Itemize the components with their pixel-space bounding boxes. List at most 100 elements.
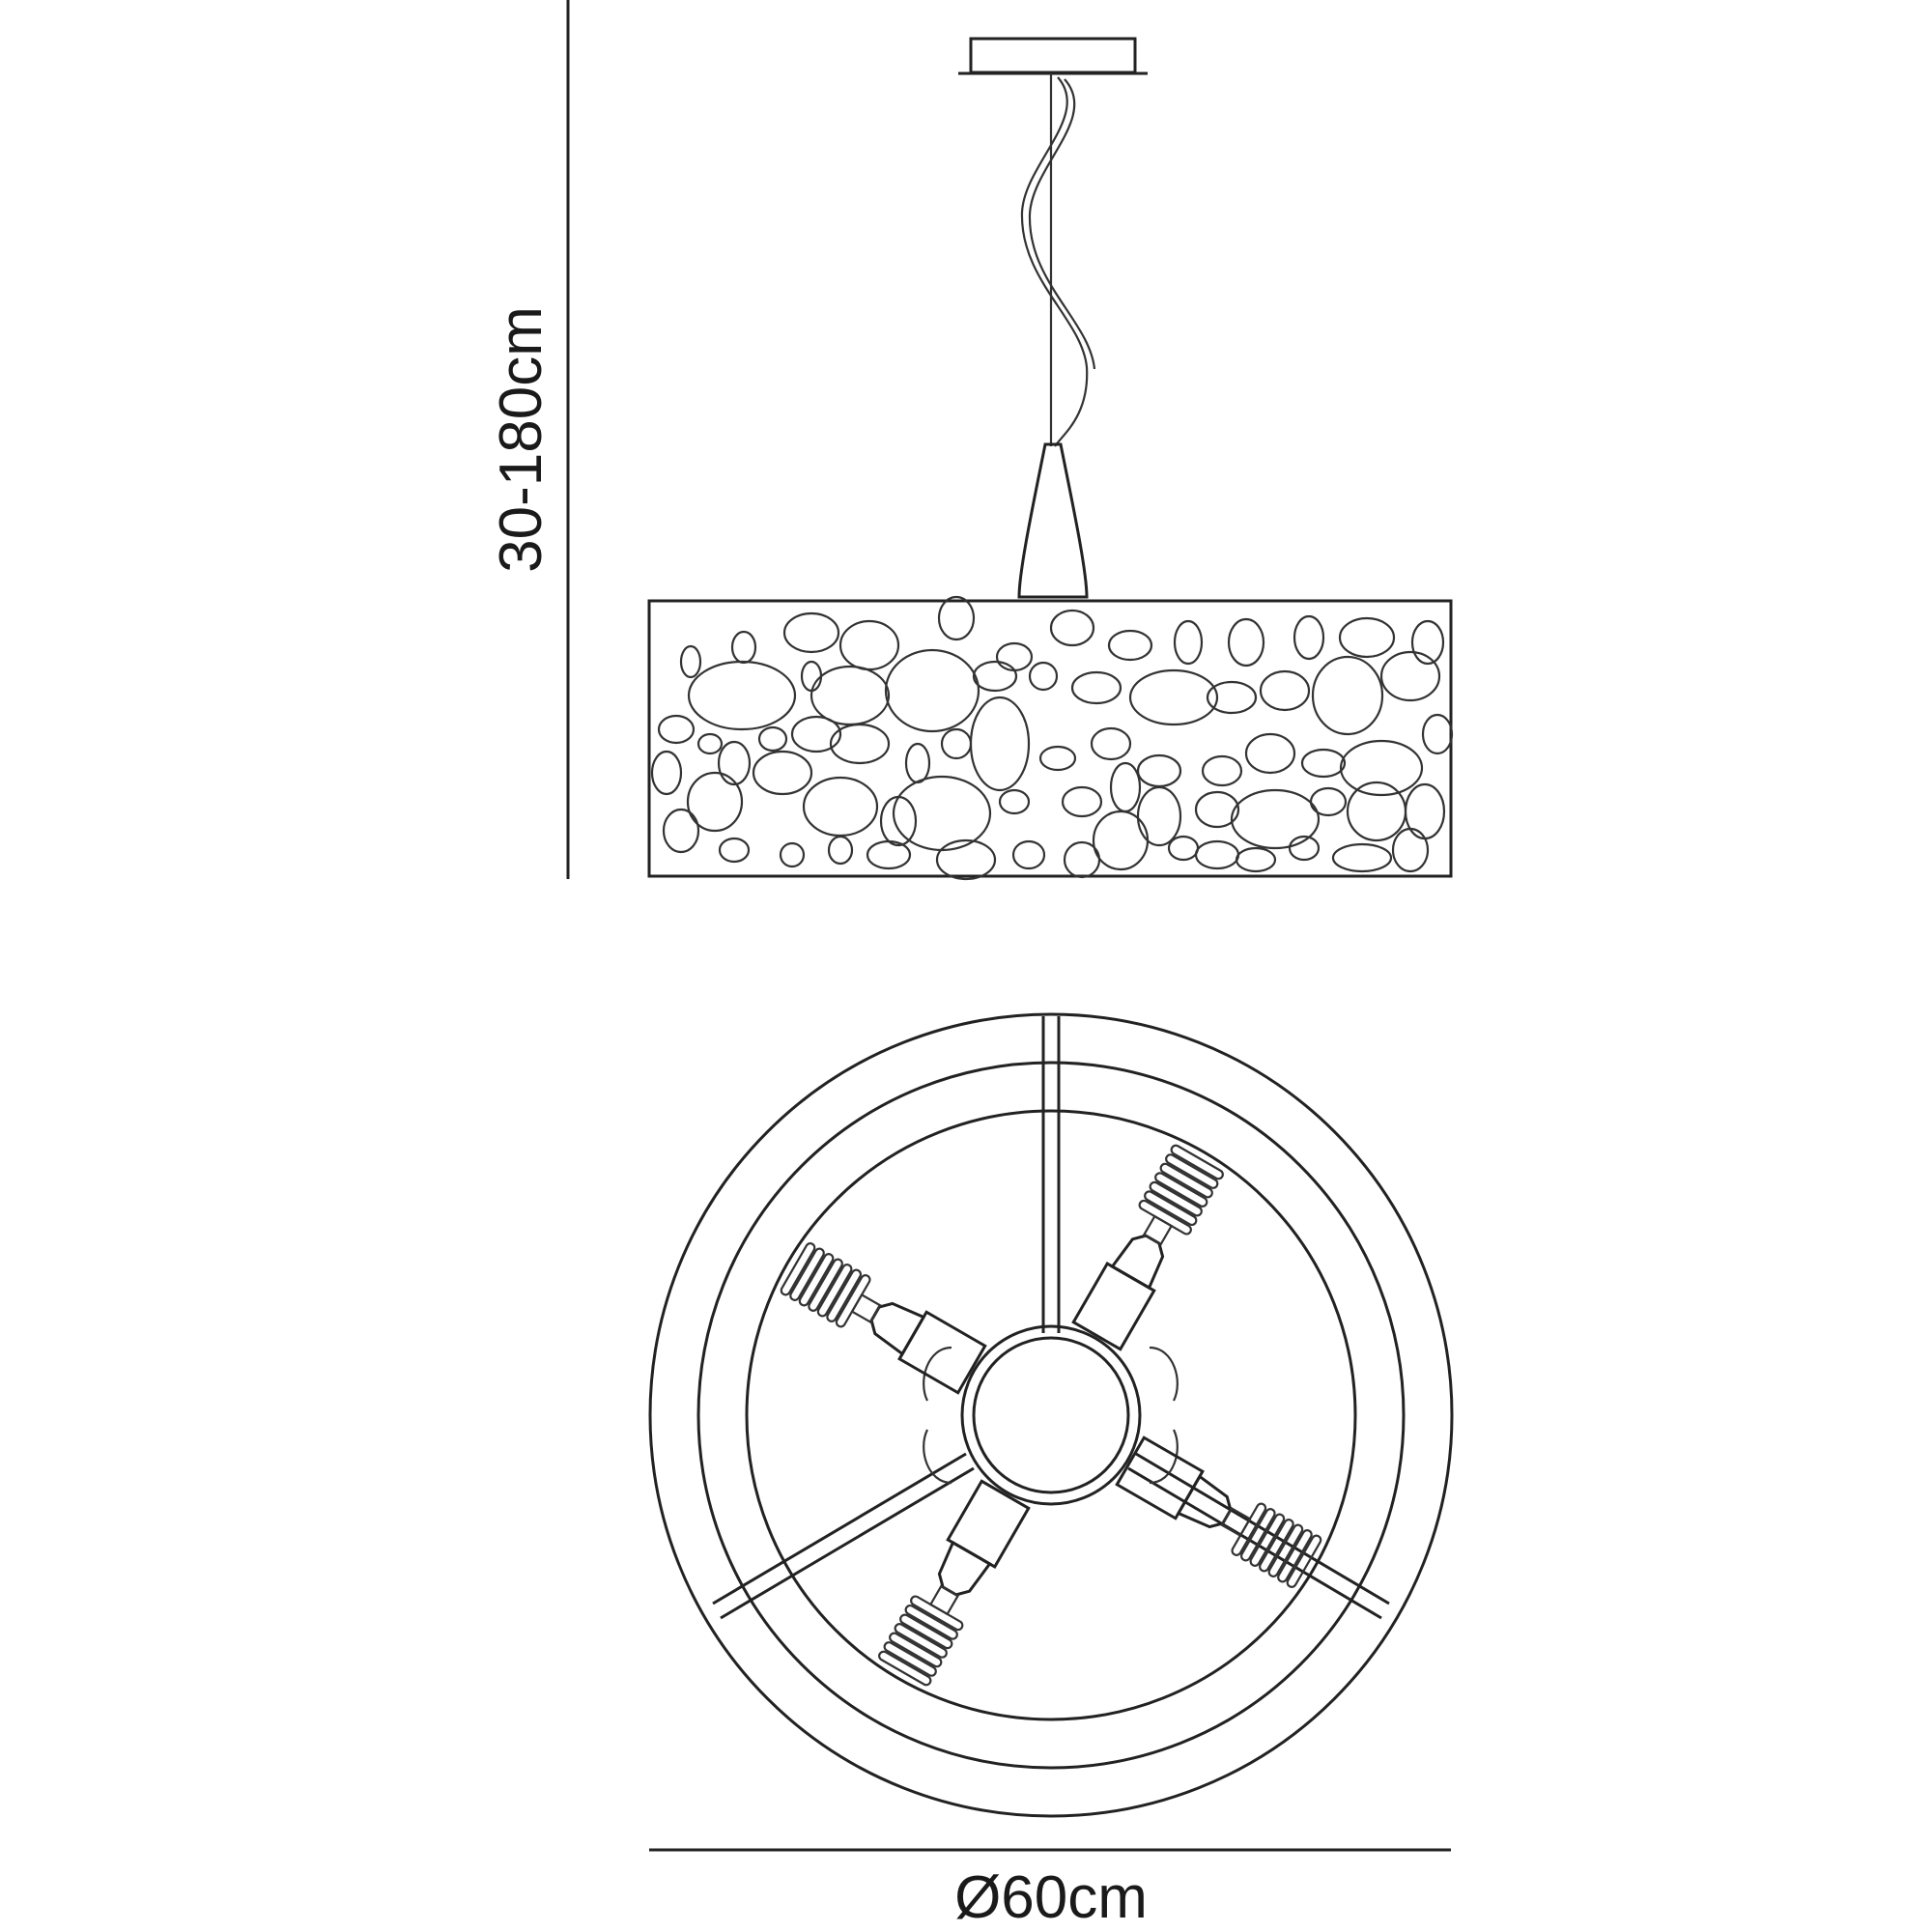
bulb-spiral-coil [835,1274,871,1328]
lamp-holder-loops [923,1346,1179,1485]
shade-bubble [1227,617,1265,668]
bulb-spiral-coil [904,1604,958,1640]
bulb-spiral-coil [1239,1508,1276,1562]
ceiling-canopy [958,37,1148,75]
shade-bubble [1309,786,1348,817]
side-view [647,37,1454,881]
shade-bubble [662,808,700,854]
bulb-assembly [878,1479,1031,1687]
shade-bubble [1173,619,1204,666]
bulb-spiral-coil [1138,1199,1192,1236]
shade-bubble [1259,669,1311,712]
shade-bubble [1288,835,1321,862]
lamp-holder [946,1479,1031,1569]
shade-bubble [972,660,1018,693]
shade-bubble [1070,670,1122,705]
shade-bubble [679,644,702,679]
shade-bubble [757,725,788,753]
bulb-assembly [780,1242,987,1395]
plan-view [648,1012,1454,1818]
shade-bubble-pattern [650,595,1454,881]
bulb-spiral-coil [1259,1519,1294,1573]
shade-bubble [717,740,752,786]
bulb-socket [869,1301,926,1356]
shade-bubble [1011,839,1046,870]
power-cable [1020,76,1089,447]
bulb-socket [937,1540,992,1597]
bulb-assemblies [780,1144,1322,1687]
shade-bubble [1339,739,1424,797]
shade-bubble [1230,788,1321,850]
bulb-spiral-coil [780,1242,816,1296]
shade-bubble [1092,810,1150,871]
shade-bubble [1206,680,1258,715]
bulb-spiral-coil [808,1258,843,1312]
frame-spokes [712,1016,1390,1620]
shade-bubble [1194,790,1240,829]
height-dimension-label: 30-180cm [488,306,554,573]
bulb-spiral-coil [889,1632,943,1668]
shade-bubble [1136,753,1182,788]
bulb-spiral-coil [1165,1153,1219,1189]
shade-bubble [1090,726,1132,761]
shade-bubble [696,732,724,755]
bulb-spiral-coil [894,1623,948,1659]
bulb-spiral-coil [883,1641,937,1677]
shade-bubble [1410,619,1445,666]
bulb-socket [1110,1234,1165,1291]
shade-bubble [1167,835,1200,862]
shade-bubble [866,839,912,870]
shade-bubble [1300,748,1347,779]
shade-bubble [884,648,980,733]
diameter-dimension-label: Ø60cm [954,1864,1148,1931]
bulb-neck [1142,1214,1174,1246]
bulb-spiral-coil [1249,1513,1286,1567]
inner-ring [745,1109,1357,1721]
center-hub-outer [960,1324,1142,1506]
shade-bubble [1107,629,1153,662]
shade-bubble [1201,754,1243,787]
shade-bubble [779,841,806,868]
shade-bubble [998,788,1031,815]
lamp-holder [1071,1262,1156,1351]
shade-bubble [1391,827,1430,873]
bulb-spiral-coil [1154,1172,1208,1208]
lamp-holder [897,1310,987,1395]
shade-bubble [730,630,757,665]
bulb-spiral-coil [1159,1162,1213,1199]
bulb-spiral-coil [1170,1144,1224,1180]
bulb-spiral-coil [1144,1190,1198,1227]
shade-bubble [1346,781,1407,842]
bulb-spiral-coil [1267,1523,1304,1577]
shade-bubble [1061,785,1103,818]
shade-bubble [1028,661,1059,692]
shade-bubble [1379,650,1441,702]
shade-bubble [935,838,997,881]
shade-bubble [827,835,854,866]
shade-bubble [800,660,823,693]
shade-bubble [810,665,891,726]
shade-bubble [650,750,683,796]
shade-bubble [1235,846,1277,873]
shade-bubble [1136,785,1182,847]
bulb-spiral-coil [798,1253,835,1307]
shade-bubble [879,795,918,847]
shade-bubble [802,776,879,838]
bulb-neck [928,1584,960,1616]
outer-ring [648,1012,1454,1818]
bulb-assembly [1071,1144,1224,1351]
shade-bubble [686,771,744,833]
shade-bubble [1109,761,1142,813]
shade-bubble [829,723,891,765]
bulb-spiral-coil [910,1595,964,1632]
bulb-assembly [1115,1435,1322,1588]
bulb-spiral-coil [878,1650,932,1687]
bulb-spiral-coil [789,1247,825,1301]
center-hub-inner [972,1336,1130,1494]
shade-bubble [904,742,931,784]
shade-bubble [1244,732,1296,775]
shade-bubble [940,727,973,760]
shade-bubble [657,714,696,745]
shade-bubble [969,696,1031,792]
